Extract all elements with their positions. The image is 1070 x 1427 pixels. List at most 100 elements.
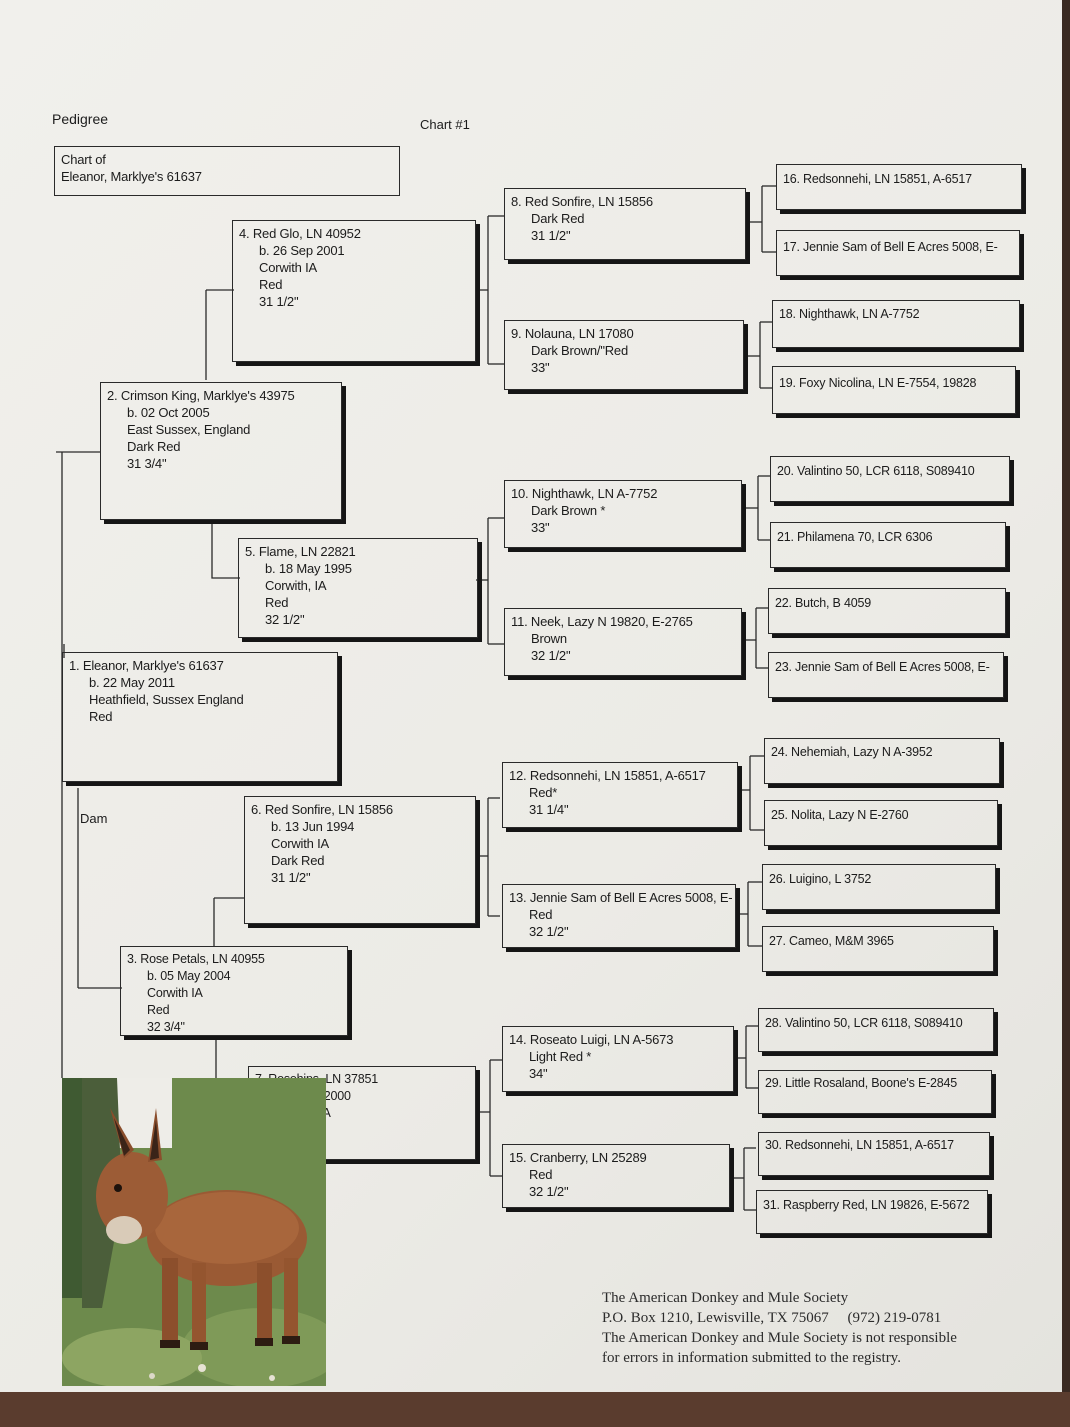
pedigree-box-30: 30. Redsonnehi, LN 15851, A-6517	[758, 1132, 990, 1176]
box-detail: 31 3/4"	[127, 456, 167, 471]
box-detail: Dark Brown/"Red	[531, 343, 628, 358]
box-name: 9. Nolauna, LN 17080	[511, 326, 634, 341]
box-name: 25. Nolita, Lazy N E-2760	[771, 808, 909, 822]
pedigree-box-28: 28. Valintino 50, LCR 6118, S089410	[758, 1008, 994, 1052]
pedigree-box-4: 4. Red Glo, LN 40952 b. 26 Sep 2001 Corw…	[232, 220, 476, 362]
box-detail: Dark Brown *	[531, 503, 606, 518]
box-detail: Red	[259, 277, 283, 292]
box-name: 2. Crimson King, Marklye's 43975	[107, 388, 295, 403]
box-detail: Red*	[529, 785, 558, 800]
table-surface	[0, 1392, 1070, 1427]
pedigree-box-31: 31. Raspberry Red, LN 19826, E-5672	[756, 1190, 988, 1234]
box-name: 26. Luigino, L 3752	[769, 872, 872, 886]
box-detail: b. 26 Sep 2001	[259, 243, 345, 258]
box-detail: Red	[529, 1167, 553, 1182]
box-name: 23. Jennie Sam of Bell E Acres 5008, E-	[775, 660, 990, 674]
pedigree-box-1: 1. Eleanor, Marklye's 61637 b. 22 May 20…	[62, 652, 338, 782]
box-detail: b. 05 May 2004	[147, 969, 231, 983]
box-detail: 32 1/2"	[529, 1184, 569, 1199]
box-detail: Light Red *	[529, 1049, 592, 1064]
chart-of-label: Chart of	[61, 152, 106, 167]
pedigree-title: Pedigree	[52, 111, 109, 127]
box-detail: b. 02 Oct 2005	[127, 405, 210, 420]
box-detail: 31 1/2"	[531, 228, 571, 243]
disclaimer-line-1: The American Donkey and Mule Society is …	[602, 1330, 957, 1346]
pedigree-box-19: 19. Foxy Nicolina, LN E-7554, 19828	[772, 366, 1016, 414]
pedigree-box-16: 16. Redsonnehi, LN 15851, A-6517	[776, 164, 1022, 210]
box-detail: Dark Red	[127, 439, 181, 454]
box-detail: Heathfield, Sussex England	[89, 692, 244, 707]
box-detail: 32 1/2"	[265, 612, 305, 627]
box-name: 14. Roseato Luigi, LN A-5673	[509, 1032, 674, 1047]
pedigree-box-15: 15. Cranberry, LN 25289 Red 32 1/2"	[502, 1144, 730, 1208]
box-detail: East Sussex, England	[127, 422, 251, 437]
box-name: 11. Neek, Lazy N 19820, E-2765	[511, 614, 693, 629]
pedigree-box-20: 20. Valintino 50, LCR 6118, S089410	[770, 456, 1010, 502]
pedigree-box-8: 8. Red Sonfire, LN 15856 Dark Red 31 1/2…	[504, 188, 746, 260]
box-detail: Red	[265, 595, 289, 610]
box-name: 28. Valintino 50, LCR 6118, S089410	[765, 1016, 963, 1030]
box-name: 10. Nighthawk, LN A-7752	[511, 486, 658, 501]
pedigree-box-2: 2. Crimson King, Marklye's 43975 b. 02 O…	[100, 382, 342, 520]
pedigree-box-22: 22. Butch, B 4059	[768, 588, 1006, 634]
box-detail: 33"	[531, 360, 550, 375]
box-name: 19. Foxy Nicolina, LN E-7554, 19828	[779, 376, 977, 390]
box-name: 1. Eleanor, Marklye's 61637	[69, 658, 224, 673]
pedigree-box-14: 14. Roseato Luigi, LN A-5673 Light Red *…	[502, 1026, 734, 1092]
pedigree-box-6: 6. Red Sonfire, LN 15856 b. 13 Jun 1994 …	[244, 796, 476, 924]
pedigree-box-3: 3. Rose Petals, LN 40955 b. 05 May 2004 …	[120, 946, 348, 1036]
box-name: 18. Nighthawk, LN A-7752	[779, 307, 920, 321]
dam-label: Dam	[80, 811, 108, 826]
pedigree-box-23: 23. Jennie Sam of Bell E Acres 5008, E-	[768, 652, 1004, 698]
pedigree-box-24: 24. Nehemiah, Lazy N A-3952	[764, 738, 1000, 784]
box-detail: 31 1/2"	[259, 294, 299, 309]
pedigree-box-17: 17. Jennie Sam of Bell E Acres 5008, E-	[776, 230, 1020, 276]
box-detail: 31 1/4"	[529, 802, 569, 817]
box-detail: Dark Red	[531, 211, 585, 226]
box-name: 27. Cameo, M&M 3965	[769, 934, 894, 948]
box-name: 13. Jennie Sam of Bell E Acres 5008, E-	[509, 890, 733, 905]
box-name: 15. Cranberry, LN 25289	[509, 1150, 647, 1165]
pedigree-box-26: 26. Luigino, L 3752	[762, 864, 996, 910]
box-name: 24. Nehemiah, Lazy N A-3952	[771, 745, 933, 759]
box-detail: 34"	[529, 1066, 548, 1081]
box-name: 4. Red Glo, LN 40952	[239, 226, 361, 241]
box-detail: 32 1/2"	[531, 648, 571, 663]
box-detail: 31 1/2"	[271, 870, 311, 885]
pedigree-box-13: 13. Jennie Sam of Bell E Acres 5008, E- …	[502, 884, 736, 948]
box-detail: Corwith IA	[271, 836, 329, 851]
box-name: 12. Redsonnehi, LN 15851, A-6517	[509, 768, 706, 783]
box-name: 6. Red Sonfire, LN 15856	[251, 802, 393, 817]
box-detail: Corwith IA	[259, 260, 317, 275]
society-name: The American Donkey and Mule Society	[602, 1290, 849, 1306]
box-detail: Brown	[531, 631, 567, 646]
pedigree-box-25: 25. Nolita, Lazy N E-2760	[764, 800, 998, 846]
pedigree-box-5: 5. Flame, LN 22821 b. 18 May 1995 Corwit…	[238, 538, 478, 638]
foal-photo-illustration	[62, 1078, 326, 1386]
pedigree-box-21: 21. Philamena 70, LCR 6306	[770, 522, 1006, 568]
pedigree-box-10: 10. Nighthawk, LN A-7752 Dark Brown * 33…	[504, 480, 742, 548]
box-name: 16. Redsonnehi, LN 15851, A-6517	[783, 172, 972, 186]
box-detail: Red	[147, 1003, 170, 1017]
box-detail: Corwith, IA	[265, 578, 327, 593]
box-detail: 32 3/4"	[147, 1020, 185, 1034]
box-name: 30. Redsonnehi, LN 15851, A-6517	[765, 1138, 954, 1152]
box-detail: Red	[529, 907, 553, 922]
box-detail: b. 22 May 2011	[89, 675, 175, 690]
box-detail: Corwith IA	[147, 986, 203, 1000]
chart-of-box: Chart of Eleanor, Marklye's 61637	[54, 146, 400, 196]
pedigree-box-9: 9. Nolauna, LN 17080 Dark Brown/"Red 33"	[504, 320, 744, 390]
box-name: 21. Philamena 70, LCR 6306	[777, 530, 933, 544]
foal-photo	[62, 1078, 326, 1386]
pedigree-box-12: 12. Redsonnehi, LN 15851, A-6517 Red* 31…	[502, 762, 738, 828]
pedigree-box-27: 27. Cameo, M&M 3965	[762, 926, 994, 972]
chart-of-name: Eleanor, Marklye's 61637	[61, 169, 202, 184]
box-detail: b. 18 May 1995	[265, 561, 352, 576]
box-name: 8. Red Sonfire, LN 15856	[511, 194, 653, 209]
box-name: 17. Jennie Sam of Bell E Acres 5008, E-	[783, 240, 998, 254]
box-detail: 33"	[531, 520, 550, 535]
box-detail: Red	[89, 709, 113, 724]
disclaimer-line-2: for errors in information submitted to t…	[602, 1350, 901, 1366]
box-name: 3. Rose Petals, LN 40955	[127, 952, 265, 966]
box-name: 20. Valintino 50, LCR 6118, S089410	[777, 464, 975, 478]
